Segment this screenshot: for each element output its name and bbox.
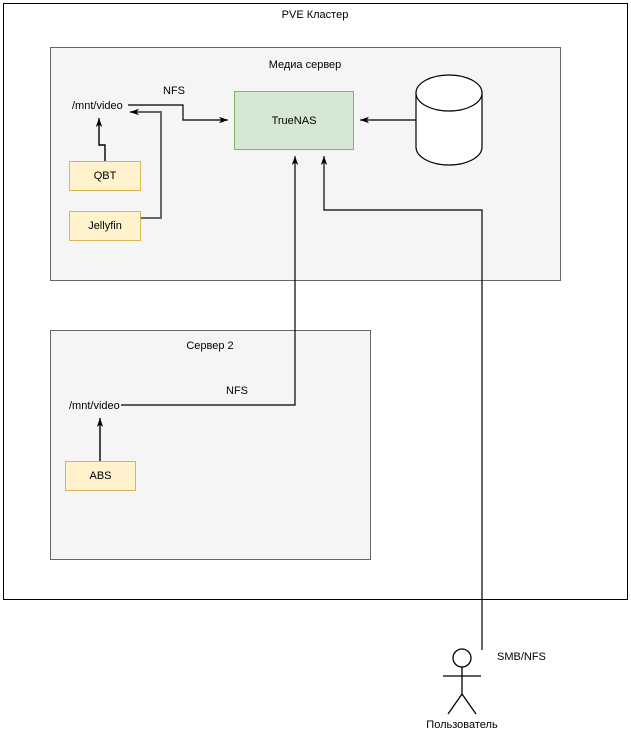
node-truenas[interactable]: TrueNAS — [234, 91, 354, 150]
edge-label-smb-nfs: SMB/NFS — [497, 651, 546, 663]
node-jellyfin[interactable]: Jellyfin — [69, 211, 141, 241]
node-qbt-label: QBT — [93, 170, 117, 182]
mount-point-server2: /mnt/video — [68, 400, 121, 412]
node-jellyfin-label: Jellyfin — [88, 220, 122, 232]
group-server-2 — [50, 330, 371, 560]
storage-cylinder-icon — [415, 74, 483, 166]
edge-label-nfs-server2: NFS — [224, 385, 250, 397]
pve-cluster-title: PVE Кластер — [281, 9, 349, 21]
mount-point-media: /mnt/video — [71, 100, 124, 112]
edge-qbt-to-mntvideo — [95, 118, 106, 161]
edge-jellyfin-to-mntvideo — [130, 108, 162, 219]
node-abs-label: ABS — [89, 470, 112, 482]
node-qbt[interactable]: QBT — [69, 161, 141, 191]
node-abs[interactable]: ABS — [65, 461, 136, 491]
edge-server2-mntvideo-to-truenas — [116, 156, 299, 406]
node-user-label: Пользователь — [426, 719, 498, 731]
edge-label-nfs-media: NFS — [161, 85, 187, 97]
group-media-server-label: Медиа сервер — [268, 59, 342, 71]
user-actor-icon — [443, 648, 481, 715]
edge-user-to-truenas — [320, 156, 483, 650]
edge-mntvideo-to-truenas — [128, 104, 228, 124]
group-server-2-label: Сервер 2 — [186, 340, 234, 352]
node-truenas-label: TrueNAS — [271, 114, 317, 127]
